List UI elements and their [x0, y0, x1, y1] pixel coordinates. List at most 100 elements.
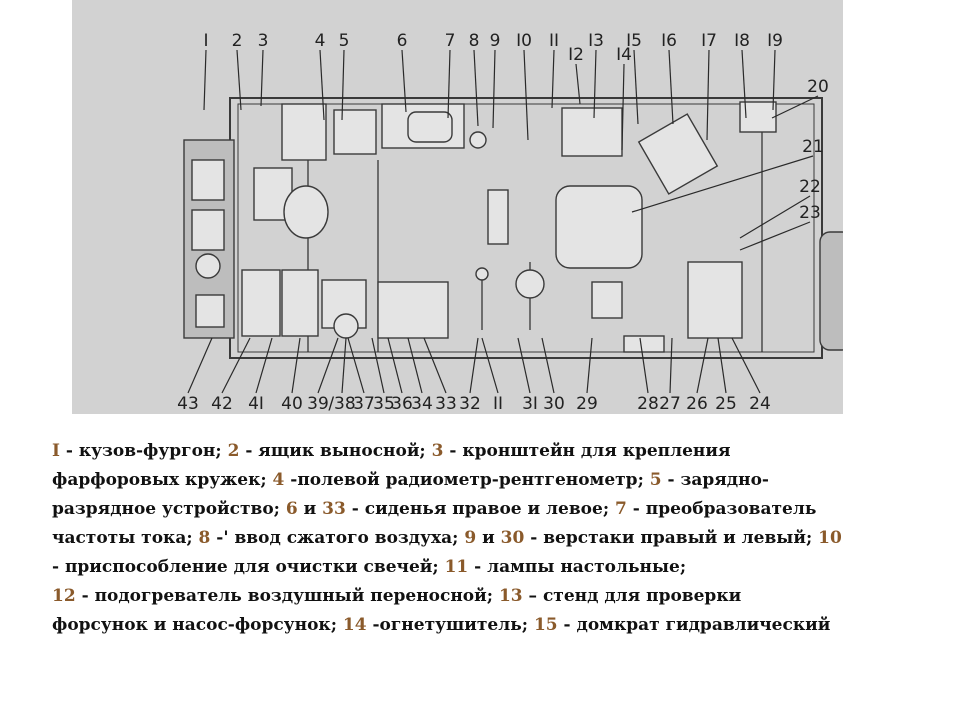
legend-number: 6: [285, 499, 298, 519]
round-device-left: [283, 185, 329, 239]
top-leader-1: [236, 49, 242, 111]
bottom-leader-17: [669, 337, 673, 394]
bottom-leader-5: [341, 337, 347, 394]
legend-number: 5: [649, 470, 662, 490]
top-label-18: I9: [767, 31, 783, 51]
legend-text: - лампы настольные;: [468, 557, 687, 577]
bottom-label-9: 34: [411, 394, 433, 414]
legend-text: -полевой радиометр-рентгенометр;: [284, 470, 650, 490]
legend-text: частоты тока;: [52, 528, 199, 548]
right-label-1: 21: [802, 137, 824, 157]
top-leader-7: [473, 49, 479, 127]
bottom-leader-8: [387, 337, 403, 394]
legend-number: 15: [533, 615, 558, 635]
block-5: [333, 109, 377, 155]
legend-number: 4: [272, 470, 285, 490]
legend-text: - домкрат гидравлический: [557, 615, 831, 635]
legend-text: - подогреватель воздушный переносной;: [75, 586, 499, 606]
top-leader-10: [551, 49, 555, 109]
top-label-15: I6: [661, 31, 677, 51]
bottom-leader-14: [541, 337, 555, 394]
top-label-17: I8: [734, 31, 750, 51]
top-leader-14: [621, 63, 625, 151]
bottom-leader-9: [407, 337, 423, 394]
bottom-leader-2: [255, 337, 273, 394]
legend-text: - верстаки правый и левый;: [524, 528, 819, 548]
legend-line: частоты тока; 8 -' ввод сжатого воздуха;…: [52, 524, 912, 553]
top-label-9: I0: [516, 31, 532, 51]
legend-number: 12: [52, 586, 76, 606]
legend-text: – стенд для проверки: [522, 586, 742, 606]
legend-text: - ящик выносной;: [239, 441, 432, 461]
bottom-label-15: 29: [576, 394, 598, 414]
workbench-21: [555, 185, 643, 269]
legend-text: - зарядно-: [661, 470, 769, 490]
legend-number: 8: [198, 528, 211, 548]
legend-text: разрядное устройство;: [52, 499, 286, 519]
bottom-leader-7: [371, 337, 385, 394]
bottom-label-10: 33: [435, 394, 457, 414]
vise-31: [515, 269, 545, 299]
bottom-label-14: 30: [543, 394, 565, 414]
stand-13: [561, 107, 623, 157]
bottom-label-4: 39: [307, 394, 329, 414]
legend-text: фарфоровых кружек;: [52, 470, 273, 490]
knob-32: [475, 267, 489, 281]
rear-door-block: [819, 231, 843, 351]
legend-number: 13: [498, 586, 523, 606]
step-28: [623, 335, 665, 353]
bottom-leader-3: [291, 337, 301, 394]
top-label-6: 7: [445, 31, 456, 51]
top-leader-16: [706, 49, 710, 141]
top-leader-11: [575, 63, 581, 105]
top-label-14: I4: [616, 45, 632, 65]
top-leader-5: [401, 49, 407, 113]
bottom-label-8: 36: [391, 394, 413, 414]
legend-number: 7: [615, 499, 627, 519]
legend-line: I - кузов-фургон; 2 - ящик выносной; 3 -…: [52, 437, 912, 466]
top-label-13: I5: [626, 31, 642, 51]
bottom-label-17: 27: [659, 394, 681, 414]
van-body: [183, 97, 843, 359]
right-label-3: 23: [799, 203, 821, 223]
top-label-16: I7: [701, 31, 717, 51]
legend-text: -' ввод сжатого воздуха;: [210, 528, 465, 548]
block-3-4: [281, 103, 327, 161]
legend-line: - приспособление для очистки свечей; 11 …: [52, 553, 912, 582]
legend-text: - преобразователь: [626, 499, 817, 519]
bottom-leader-6: [347, 337, 365, 394]
block-40-41: [281, 269, 319, 337]
top-leader-13: [633, 49, 639, 125]
top-label-4: 5: [339, 31, 350, 51]
right-leader-3: [739, 221, 811, 251]
bottom-leader-0: [187, 337, 213, 394]
right-leader-1: [631, 155, 814, 213]
device-29: [591, 281, 623, 319]
top-label-3: 4: [315, 31, 326, 51]
right-label-2: 22: [799, 177, 821, 197]
bottom-leader-10: [423, 337, 447, 394]
top-label-5: 6: [397, 31, 408, 51]
bottom-label-2: 4I: [248, 394, 264, 414]
legend-text: - кронштейн для крепления: [443, 441, 731, 461]
seat-33: [377, 281, 449, 339]
device-17: [637, 113, 719, 195]
front-fitting-3: [195, 294, 225, 328]
bottom-leader-15: [586, 337, 593, 394]
top-leader-0: [203, 49, 207, 111]
legend-number: 9: [464, 528, 477, 548]
converter-7: [407, 111, 453, 143]
front-fitting-2: [191, 209, 225, 251]
right-callout-labels: 20 21 22 23: [631, 77, 829, 251]
round-37-38: [333, 313, 359, 339]
top-leader-12: [593, 49, 597, 119]
bottom-leader-11: [469, 337, 479, 394]
legend-text: форсунок и насос-форсунок;: [52, 615, 343, 635]
right-label-0: 20: [807, 77, 829, 97]
block-24-26: [687, 261, 743, 339]
top-label-0: I: [203, 31, 208, 51]
legend-text: и: [297, 499, 323, 519]
